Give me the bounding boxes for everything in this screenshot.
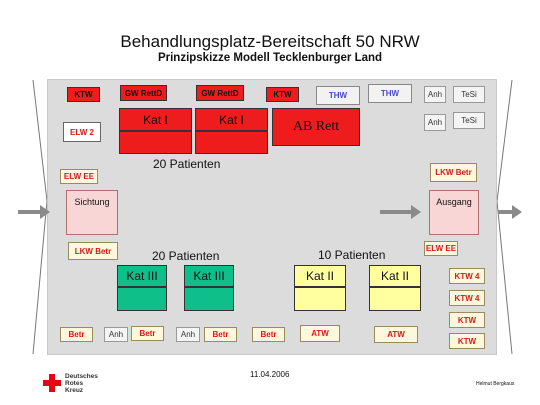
station-sichtung-label: Sichtung — [74, 197, 110, 207]
exit-arrow-outer — [498, 205, 522, 219]
zone-kat2-lower — [294, 287, 346, 311]
vehicle-ktw: KTW — [449, 333, 485, 349]
red-cross-icon — [43, 374, 61, 392]
station-ausgang-label: Ausgang — [436, 197, 472, 207]
vehicle-elw-ee: ELW EE — [60, 169, 98, 184]
vehicle-lkw-betr: LKW Betr — [430, 163, 477, 182]
vehicle-atw: ATW — [300, 325, 340, 342]
drk-logo-text: Deutsches Rotes Kreuz — [65, 373, 98, 394]
vehicle-elw-ee: ELW EE — [424, 241, 458, 256]
vehicle-lkw-betr: LKW Betr — [68, 242, 118, 260]
station-sichtung: Sichtung — [66, 190, 118, 235]
drk-logo: Deutsches Rotes Kreuz — [43, 368, 133, 398]
entry-arrow — [18, 205, 50, 219]
patient-count-kat3: 20 Patienten — [152, 249, 220, 263]
drk-line3: Kreuz — [65, 386, 84, 394]
vehicle-atw: ATW — [374, 326, 418, 343]
zone-kat2-lower — [369, 287, 421, 311]
vehicle-gw-rettd: GW RettD — [196, 85, 244, 101]
zone-kat1: Kat I — [195, 108, 268, 131]
zone-kat2: Kat II — [294, 265, 346, 287]
vehicle-anhaenger: Anh — [104, 327, 128, 342]
footer-date: 11.04.2006 — [250, 370, 290, 379]
station-ausgang: Ausgang — [429, 190, 479, 235]
zone-kat1-lower — [195, 131, 268, 154]
vehicle-elw2: ELW 2 — [63, 122, 101, 142]
vehicle-tesi: TeSi — [453, 112, 485, 129]
zone-kat1: Kat I — [119, 108, 192, 131]
diagram-title: Behandlungsplatz-Bereitschaft 50 NRW — [120, 32, 420, 51]
zone-kat3-lower — [117, 287, 167, 311]
zone-ab-rett: AB Rett — [272, 108, 360, 146]
drk-line1: Deutsches — [65, 372, 98, 380]
drk-line2: Rotes — [65, 379, 84, 387]
vehicle-ktw: KTW — [449, 312, 485, 328]
vehicle-betr: Betr — [252, 327, 285, 342]
zone-kat3: Kat III — [117, 265, 167, 287]
vehicle-tesi: TeSi — [453, 86, 485, 103]
exit-arrow-inner — [380, 205, 421, 219]
vehicle-betr: Betr — [204, 327, 237, 342]
zone-kat3-lower — [184, 287, 234, 311]
zone-kat3: Kat III — [184, 265, 234, 287]
vehicle-anhaenger: Anh — [424, 114, 446, 131]
vehicle-betr: Betr — [131, 326, 164, 341]
vehicle-ktw: KTW — [67, 87, 100, 102]
vehicle-ktw4: KTW 4 — [449, 268, 485, 284]
vehicle-thw: THW — [368, 84, 412, 103]
patient-count-kat1: 20 Patienten — [153, 157, 221, 171]
vehicle-gw-rettd: GW RettD — [120, 85, 167, 101]
vehicle-ktw: KTW — [266, 87, 299, 102]
zone-kat2: Kat II — [369, 265, 421, 287]
vehicle-thw: THW — [316, 86, 360, 105]
vehicle-anhaenger: Anh — [176, 327, 200, 342]
diagram-subtitle: Prinzipskizze Modell Tecklenburger Land — [157, 52, 383, 64]
vehicle-anhaenger: Anh — [424, 86, 446, 103]
vehicle-ktw4: KTW 4 — [449, 290, 485, 306]
footer-author: Helmut Bergkaus — [476, 381, 515, 387]
vehicle-betr: Betr — [60, 327, 93, 342]
patient-count-kat2: 10 Patienten — [318, 248, 386, 262]
zone-kat1-lower — [119, 131, 192, 154]
